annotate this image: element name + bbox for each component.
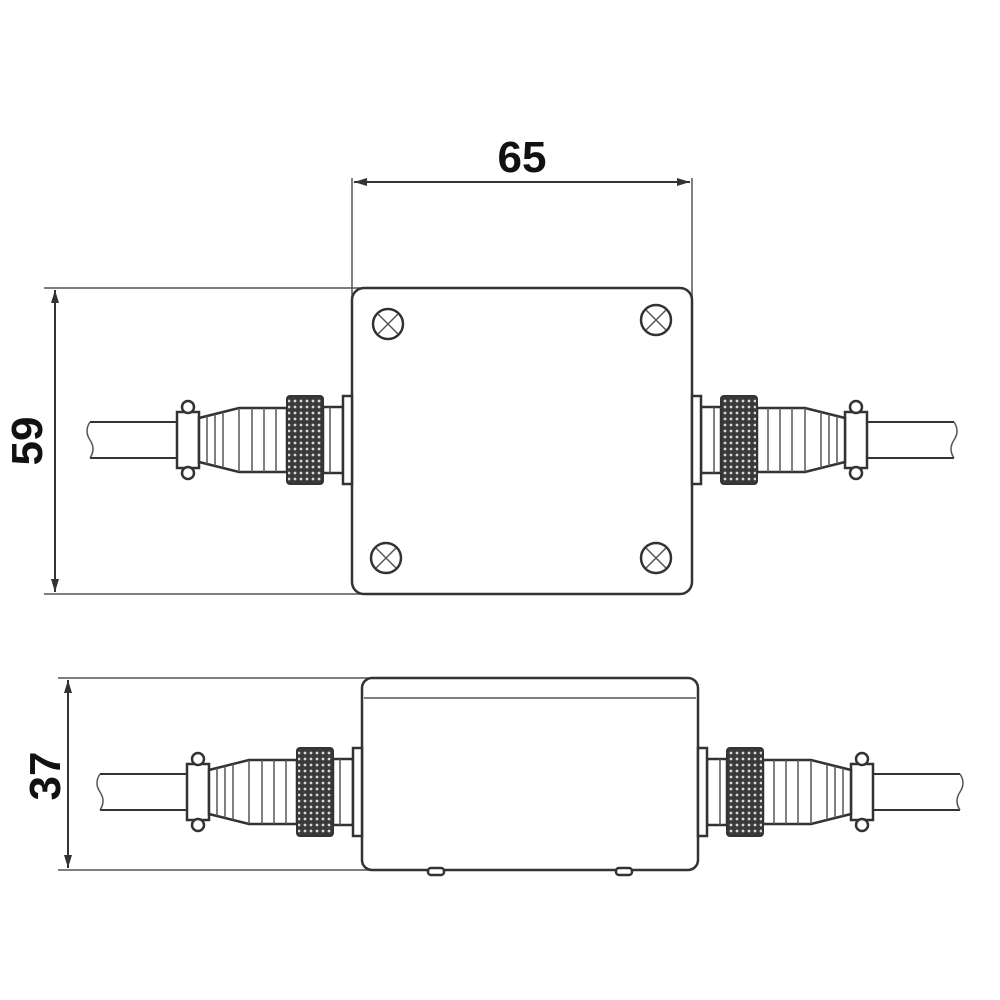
side-view: 37 — [21, 676, 965, 877]
housing-top — [350, 286, 694, 596]
foot — [426, 866, 446, 877]
screw-cross-icon — [639, 303, 673, 337]
top-view: 65 59 — [3, 133, 959, 596]
width-dimension-label: 65 — [498, 133, 547, 182]
right-connector — [690, 394, 959, 486]
screw-cross-icon — [371, 307, 405, 341]
right-connector-side — [696, 746, 965, 838]
screw-cross-icon — [639, 541, 673, 575]
side-height-dimension-label: 37 — [21, 752, 70, 801]
left-connector — [85, 394, 354, 486]
housing-side — [360, 676, 700, 872]
foot — [614, 866, 634, 877]
height-dimension-label: 59 — [3, 417, 52, 466]
left-connector-side — [95, 746, 364, 838]
screw-cross-icon — [369, 541, 403, 575]
